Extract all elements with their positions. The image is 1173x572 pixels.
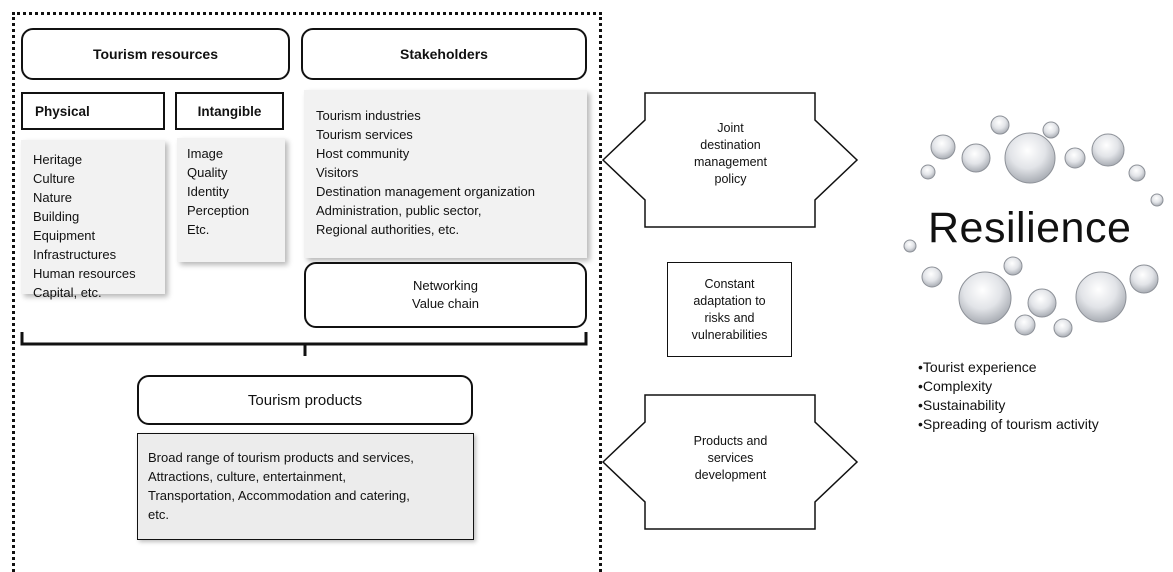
resilience-title: Resilience <box>928 204 1132 252</box>
bubble <box>903 239 917 253</box>
stakeholders-title: Stakeholders <box>400 46 488 62</box>
bubble <box>990 115 1010 135</box>
networking-line: Networking <box>412 278 479 293</box>
bubble <box>1075 271 1127 323</box>
list-item: Tourist experience <box>918 358 1168 377</box>
bubble <box>1003 256 1023 276</box>
resilience-bubbles <box>903 115 1164 338</box>
list-item: Tourism industries <box>316 108 421 123</box>
tourism-resources-title: Tourism resources <box>92 46 218 62</box>
bubble <box>1091 133 1125 167</box>
system-frame <box>12 12 602 572</box>
bubble <box>930 134 956 160</box>
bubble <box>1064 147 1086 169</box>
stakeholders-list-box: Tourism industries Tourism services Host… <box>304 90 587 258</box>
list-item: Destination management organization <box>316 184 535 199</box>
intangible-list: Image Quality Identity Perception Etc. <box>187 144 285 239</box>
list-item: Perception <box>187 203 250 218</box>
networking-box: Networking Value chain <box>304 262 587 328</box>
list-item: Human resources <box>33 266 136 281</box>
physical-label: Physical <box>35 103 90 119</box>
list-item: Regional authorities, etc. <box>316 222 460 237</box>
list-item: Culture <box>33 171 75 186</box>
list-item: Spreading of tourism activity <box>918 415 1168 434</box>
double-arrow-top <box>601 92 859 228</box>
list-item: Host community <box>316 146 410 161</box>
grouping-bracket <box>20 332 588 356</box>
list-item: Tourism services <box>316 127 413 142</box>
list-item: Capital, etc. <box>33 285 102 300</box>
list-item: Quality <box>187 165 228 180</box>
list-item: etc. <box>148 507 169 522</box>
intangible-label: Intangible <box>197 103 262 119</box>
bubble <box>1128 164 1146 182</box>
list-item: Transportation, Accommodation and cateri… <box>148 488 410 503</box>
value-chain-line: Value chain <box>412 296 479 311</box>
list-item: Heritage <box>33 152 83 167</box>
products-development-label: Products and services development <box>693 434 768 482</box>
bubble <box>1150 193 1164 207</box>
list-item: Administration, public sector, <box>316 203 482 218</box>
adaptation-box: Constant adaptation to risks and vulnera… <box>667 262 792 357</box>
list-item: Sustainability <box>918 396 1168 415</box>
tourism-resources-header: Tourism resources <box>21 28 290 80</box>
list-item: Identity <box>187 184 229 199</box>
bubble <box>1053 318 1073 338</box>
list-item: Infrastructures <box>33 247 117 262</box>
list-item: Etc. <box>187 222 210 237</box>
bubble <box>958 271 1012 325</box>
stakeholders-header: Stakeholders <box>301 28 587 80</box>
list-item: Broad range of tourism products and serv… <box>148 450 414 465</box>
list-item: Image <box>187 146 224 161</box>
tourism-products-list: Broad range of tourism products and serv… <box>148 448 473 524</box>
stakeholders-list: Tourism industries Tourism services Host… <box>316 106 587 239</box>
intangible-label-box: Intangible <box>175 92 284 130</box>
resilience-bullets: Tourist experience Complexity Sustainabi… <box>918 358 1168 434</box>
physical-list: Heritage Culture Nature Building Equipme… <box>33 150 165 302</box>
bubble <box>1027 288 1057 318</box>
bubble <box>961 143 991 173</box>
list-item: Visitors <box>316 165 359 180</box>
double-arrow-bottom <box>601 394 859 530</box>
list-item: Attractions, culture, entertainment, <box>148 469 346 484</box>
list-item: Building <box>33 209 80 224</box>
bubble <box>1014 314 1036 336</box>
bubble <box>921 266 943 288</box>
bubble <box>1004 132 1056 184</box>
joint-policy-label: Joint destination management policy <box>694 121 767 186</box>
tourism-products-title: Tourism products <box>247 391 363 409</box>
bubble <box>1042 121 1060 139</box>
physical-list-box: Heritage Culture Nature Building Equipme… <box>21 140 165 300</box>
physical-label-box: Physical <box>21 92 165 130</box>
tourism-products-header: Tourism products <box>137 375 473 425</box>
bubble <box>920 164 936 180</box>
arrows-layer <box>601 92 859 530</box>
list-item: Nature <box>33 190 73 205</box>
tourism-products-box: Broad range of tourism products and serv… <box>137 433 474 540</box>
bubble <box>1129 264 1159 294</box>
list-item: Complexity <box>918 377 1168 396</box>
list-item: Equipment <box>33 228 96 243</box>
intangible-list-box: Image Quality Identity Perception Etc. <box>177 138 285 262</box>
